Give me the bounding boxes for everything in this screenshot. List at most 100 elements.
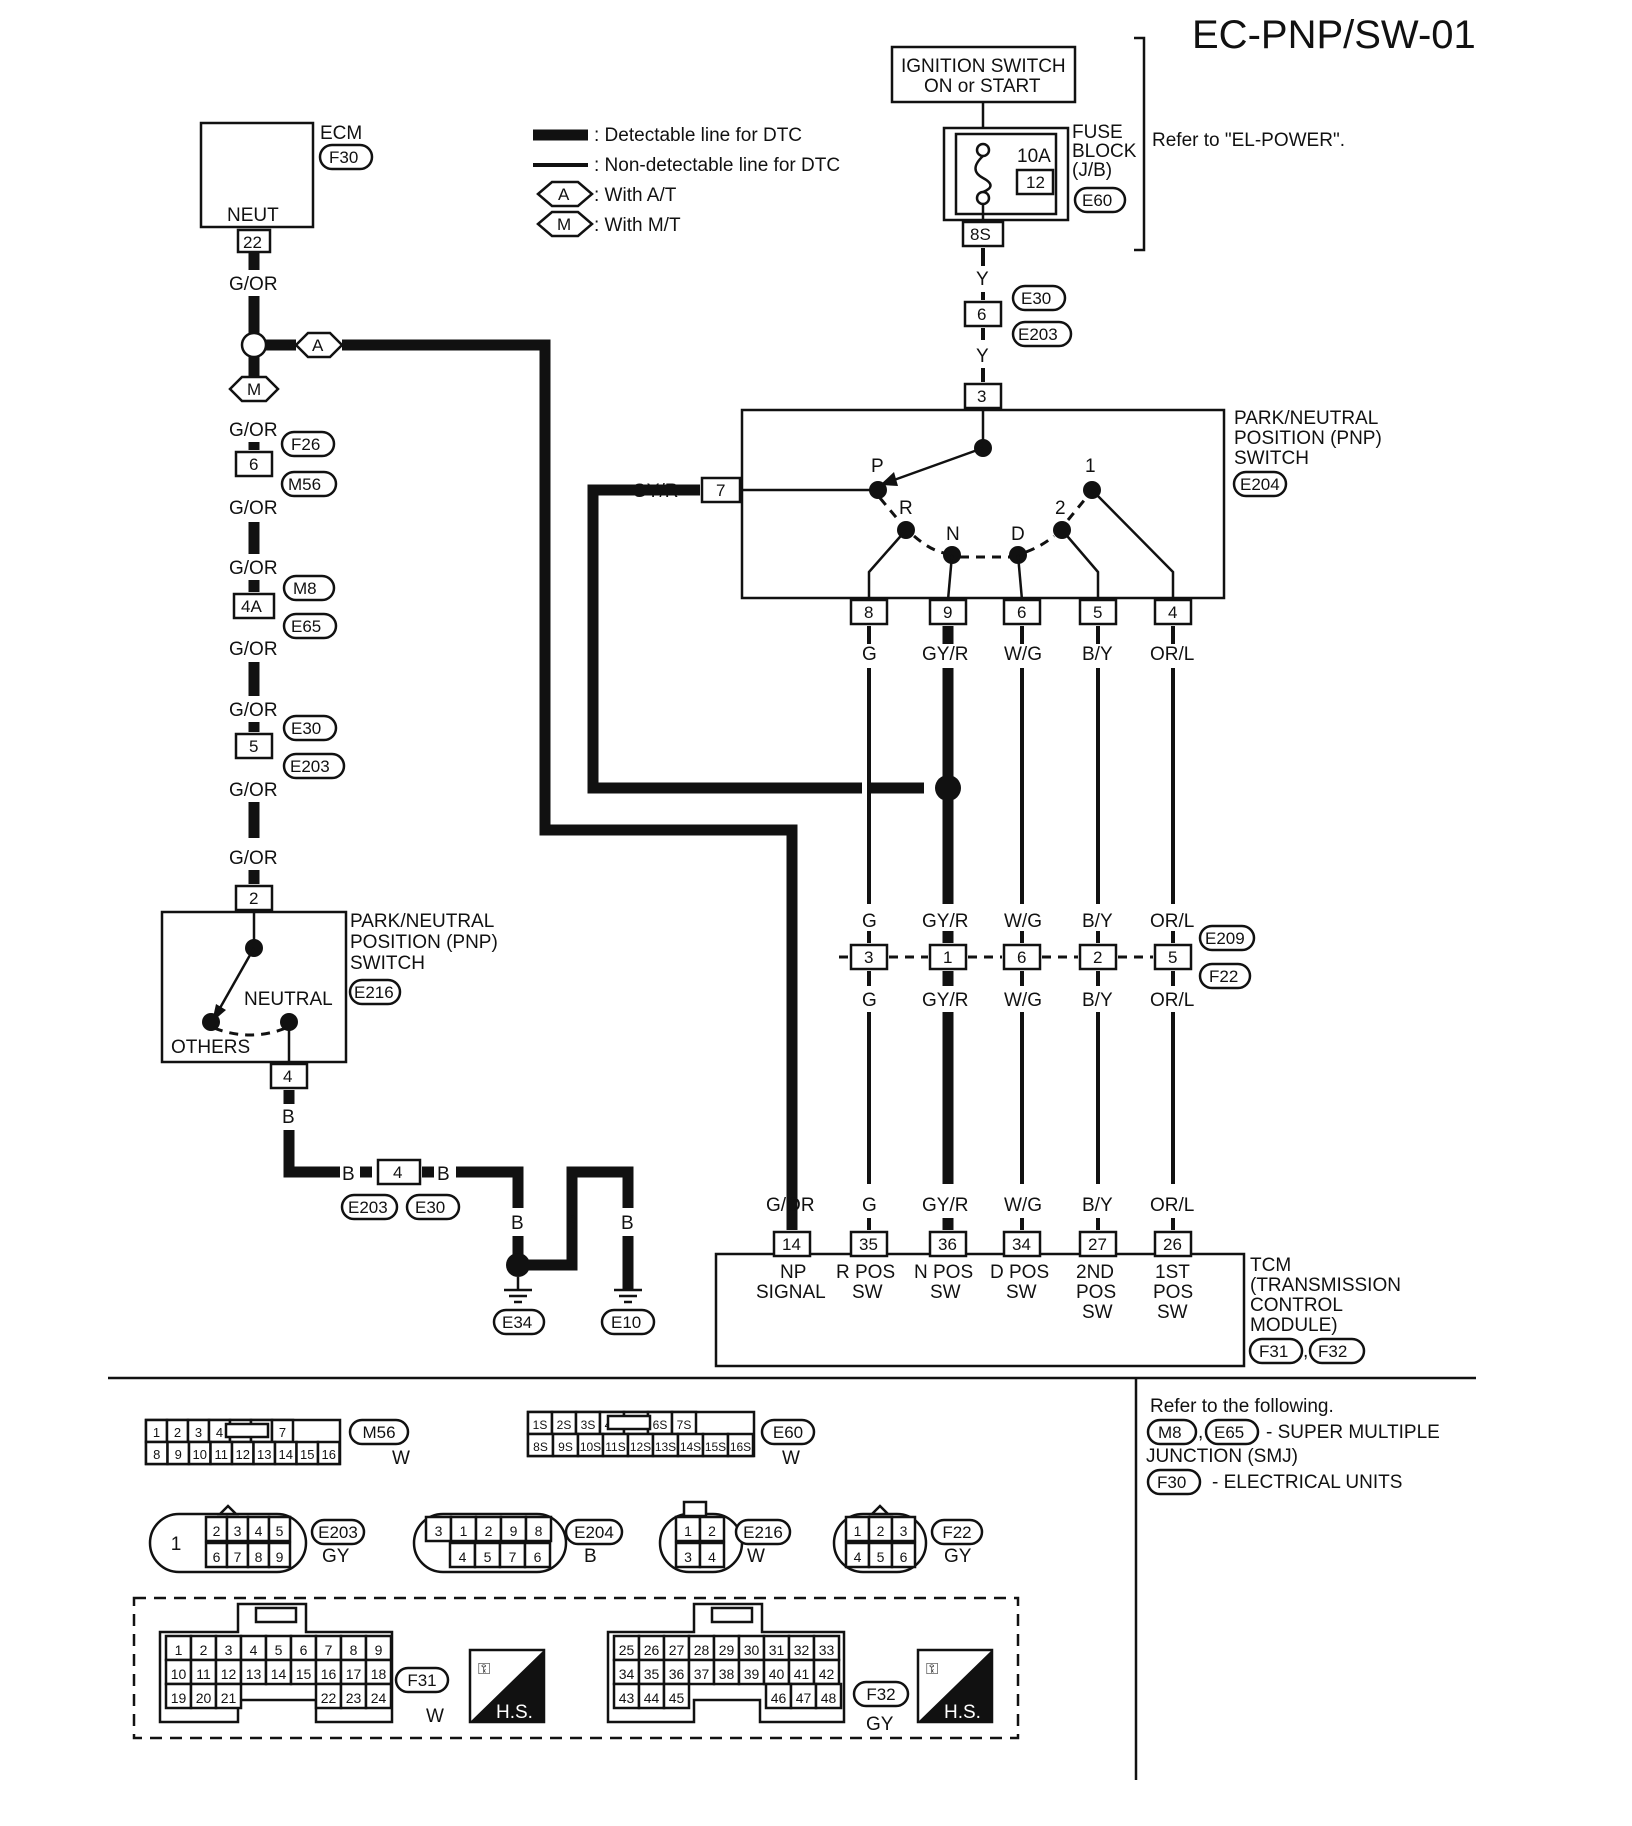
e60-pin: 10S [580,1440,601,1454]
pos-1: 1 [1085,456,1096,477]
e203-pin: 1 [171,1534,182,1555]
fuse-block-line3: (J/B) [1072,160,1112,181]
wire-label: B [342,1164,355,1185]
f31-pin: 9 [375,1642,383,1658]
e204-pin: 1 [460,1523,468,1539]
tcm-pin: 35 [859,1235,878,1254]
wire-bundle: G G G G GY/R GY/R GY/R GY/R W/G W/G W/G … [862,626,1194,1216]
f32-pin: 29 [719,1642,735,1658]
f31-name: F31 [407,1671,436,1690]
e203-pin: 2 [213,1523,221,1539]
f31-cell [364,1634,393,1662]
e203-cell [267,1515,292,1543]
legend-mt-label: : With M/T [594,215,681,236]
f32-pin: 33 [819,1642,835,1658]
ecm-connector: F30 [329,148,358,167]
f31-pin: 1 [175,1642,183,1658]
f32-hs: H.S. [944,1702,981,1723]
f31-pin: 11 [196,1666,211,1682]
refer-line3: JUNCTION (SMJ) [1146,1446,1298,1467]
f31-pin: 3 [225,1642,233,1658]
wire-color: B/Y [1082,1195,1113,1216]
f32-color: GY [866,1714,894,1735]
f31-color: W [426,1706,444,1727]
mid-pin: 3 [864,948,873,967]
ecm-pin: 22 [243,233,262,252]
feed-pin3: 3 [977,387,986,406]
wire-label: G/OR [229,848,278,869]
f31-pin: 23 [346,1690,362,1706]
f31-name-pill [394,1666,450,1694]
e216-cell [698,1515,726,1543]
mid-pin: 5 [1168,948,1177,967]
wire-color: OR/L [1150,911,1194,932]
pos-r: R [899,498,913,519]
tcm-label: NP [780,1262,806,1283]
f32-pin: 40 [769,1666,785,1682]
m56-name-pill [348,1418,410,1446]
f31-pin: 10 [171,1666,187,1682]
tcm-conn2: F32 [1318,1342,1347,1361]
tcm-label: SW [852,1282,883,1303]
f22-name-pill [930,1518,984,1546]
e60-pin: 12S [630,1440,651,1454]
f31-hs: H.S. [496,1702,533,1723]
f32-pin: 47 [796,1690,812,1706]
e60-pin: 11S [605,1440,625,1454]
mt-switch-connector: E216 [354,983,394,1002]
e203-pin: 3 [234,1523,242,1539]
e204-cell [448,1541,477,1569]
e216-pin: 3 [684,1549,692,1565]
f22-cell [890,1515,917,1543]
e216-key [682,1500,708,1518]
f32-pin: 27 [669,1642,685,1658]
tcm-label: SW [1006,1282,1037,1303]
mt-switch-others: OTHERS [171,1037,250,1058]
wire-label: G/OR [229,558,278,579]
e204-cell [424,1515,453,1543]
fuse-pin: 8S [970,225,991,244]
refer-line2: - SUPER MULTIPLE [1266,1422,1440,1443]
e60-cell [726,1432,755,1458]
f31-cell [164,1682,193,1710]
f32-cell [687,1658,716,1686]
mid-connector: 3 1 6 2 5 E209 F22 [839,924,1256,990]
wire-color: GY/R [922,1195,968,1216]
ground-joint-pin: 4 [393,1163,402,1182]
f32-pin: 34 [619,1666,635,1682]
f22-pin: 2 [877,1523,885,1539]
f31-hs-triangle [470,1650,544,1722]
at-pnp-switch: PARK/NEUTRAL POSITION (PNP) SWITCH E204 … [632,408,1382,626]
m56-pin: 15 [300,1447,314,1462]
tcm-label: POS [1153,1282,1193,1303]
f32-name: F32 [866,1685,895,1704]
connector-m8: M8 [293,579,317,598]
wire-color: G [862,911,877,932]
f32-cell [637,1682,666,1710]
f31-pin: 2 [200,1642,208,1658]
e204-pin: 5 [484,1549,492,1565]
wire-color: GY/R [922,911,968,932]
tcm-pin: 26 [1163,1235,1182,1254]
f31-pin: 16 [321,1666,337,1682]
tcm-label: SW [930,1282,961,1303]
e60-pin: 2S [557,1418,572,1432]
f22-name: F22 [942,1523,971,1542]
f31-cell [189,1658,218,1686]
tcm-name4: MODULE) [1250,1315,1338,1336]
e203-name: E203 [318,1523,358,1542]
f31-pin: 18 [371,1666,387,1682]
e216-pin: 1 [684,1523,692,1539]
f32-pin: 39 [744,1666,760,1682]
e60-color: W [782,1448,800,1469]
e203-pin: 9 [276,1549,284,1565]
at-pin: 4 [1168,603,1177,622]
feed-conn2: E203 [1018,325,1058,344]
e60-pin: 7S [677,1418,692,1432]
wire-color: GY/R [922,644,968,665]
wire-label: G/OR [229,498,278,519]
e216-name: E216 [743,1523,783,1542]
fuse-block-line2: BLOCK [1072,141,1137,162]
fuse-number: 12 [1026,173,1045,192]
refer-c2: E65 [1214,1423,1244,1442]
